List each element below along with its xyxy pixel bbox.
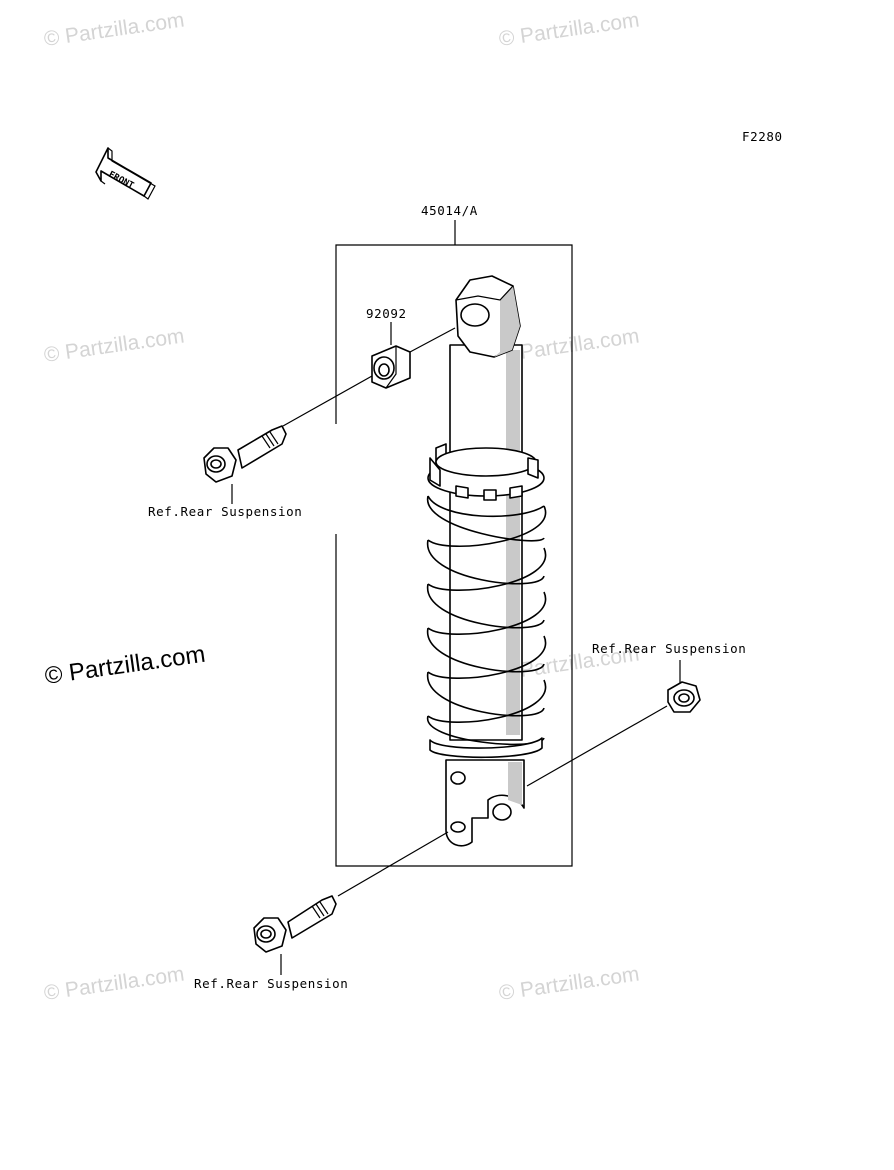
front-arrow-icon: FRONT [95, 147, 156, 200]
figure-id: F2280 [742, 129, 783, 144]
collar-92092 [371, 345, 411, 389]
watermarks-faint: © Partzilla.com © Partzilla.com © Partzi… [42, 8, 640, 1004]
shock-absorber-assembly [427, 275, 545, 741]
callout-45014A: 45014/A [421, 203, 478, 218]
watermark: © Partzilla.com [497, 962, 640, 1004]
watermark: © Partzilla.com [42, 8, 185, 50]
callout-ref-nut: Ref.Rear Suspension [592, 641, 746, 656]
callout-ref-lower-bolt: Ref.Rear Suspension [194, 976, 348, 991]
coil-spring [427, 495, 547, 746]
lower-bolt [253, 895, 337, 953]
upper-bolt [203, 425, 287, 483]
flange-nut [667, 681, 701, 713]
callout-ref-upper-bolt: Ref.Rear Suspension [148, 504, 302, 519]
assembly-bracket [335, 220, 573, 867]
callout-92092: 92092 [366, 306, 407, 321]
watermark: © Partzilla.com [42, 324, 185, 366]
watermark-bold: © Partzilla.com [43, 641, 207, 690]
lower-seat [429, 737, 543, 847]
watermark: © Partzilla.com [497, 8, 640, 50]
watermark: © Partzilla.com [42, 962, 185, 1004]
